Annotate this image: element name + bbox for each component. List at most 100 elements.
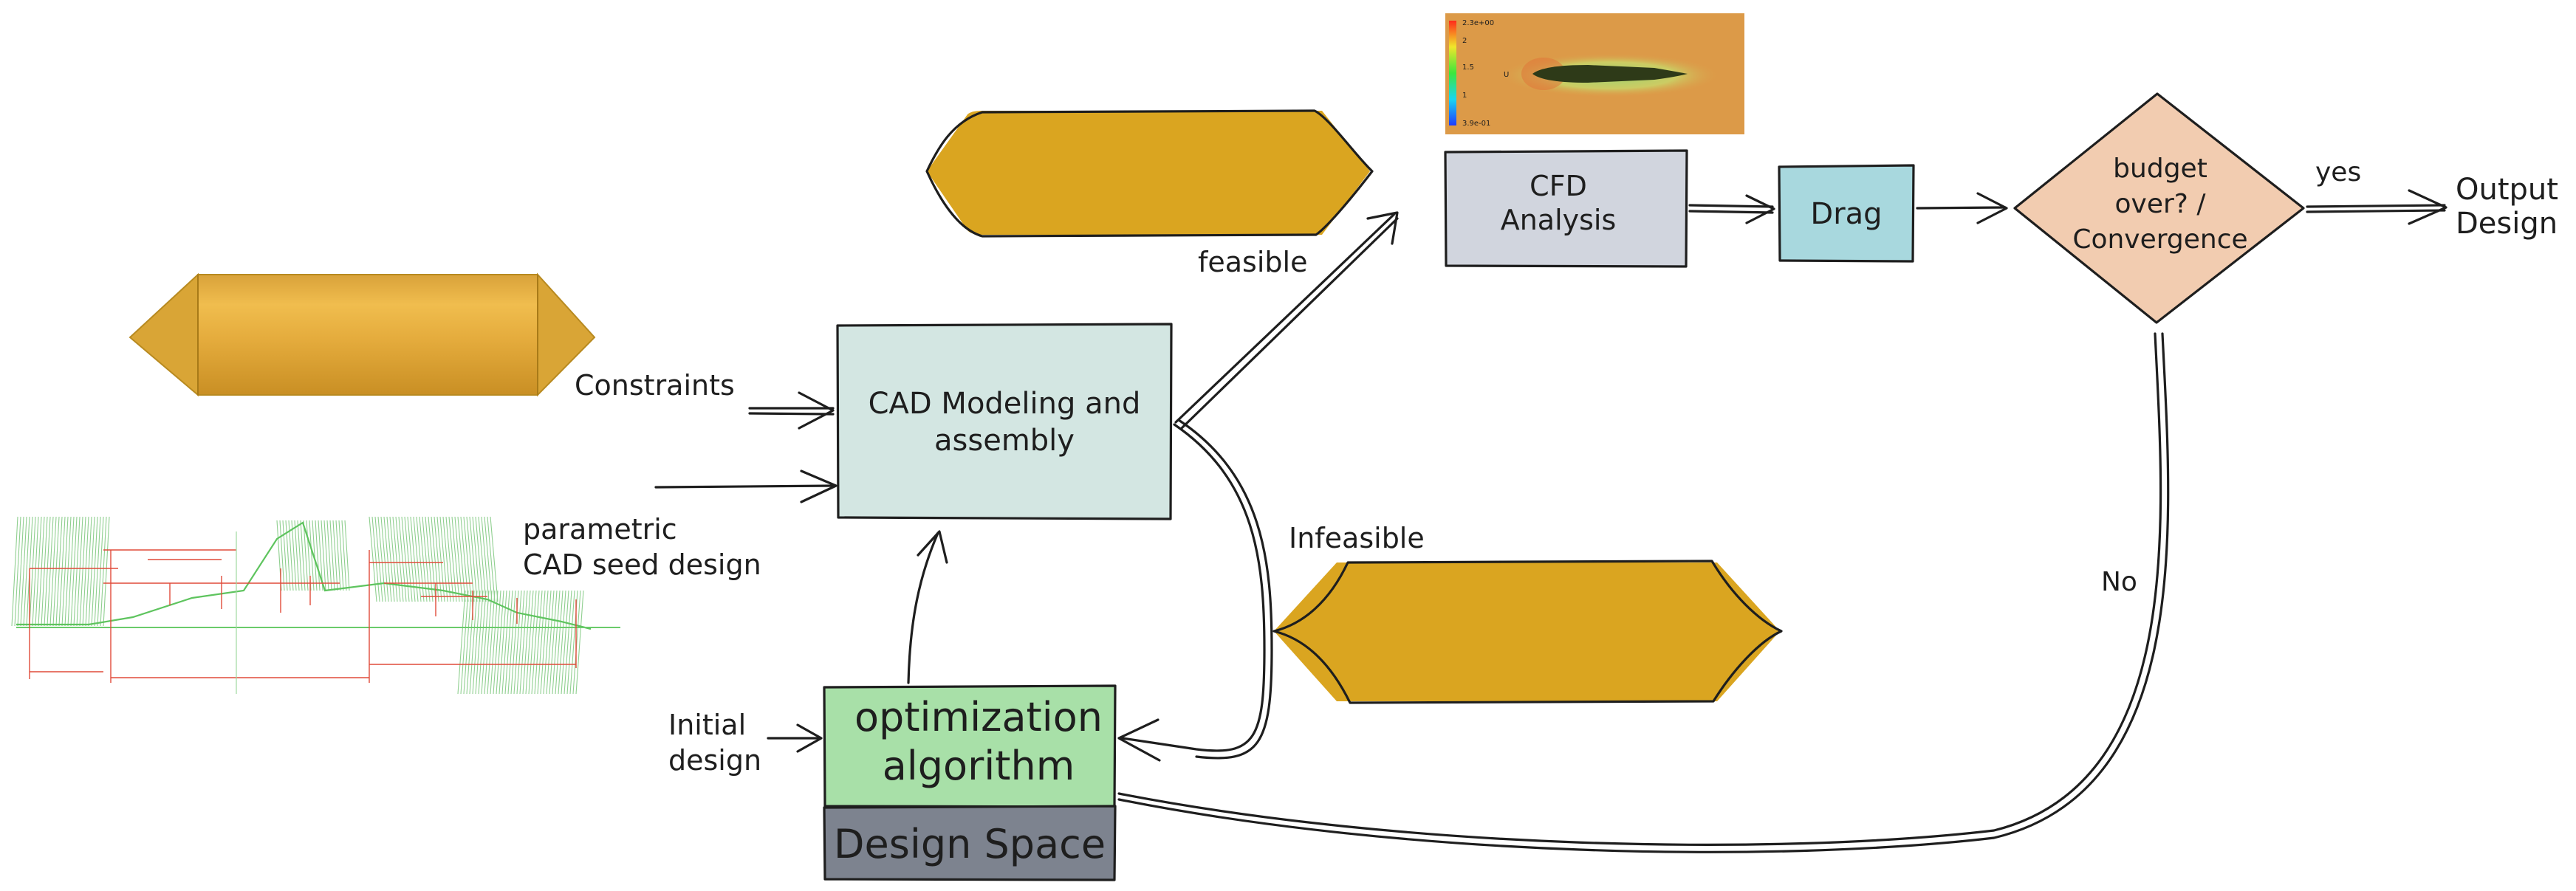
hatch-line (398, 516, 407, 602)
hatch-line (383, 516, 392, 602)
text-line: over? / (2115, 189, 2207, 219)
hatch-line (531, 590, 540, 695)
text-line: algorithm (883, 743, 1075, 789)
cfd-legend-tick-2: 2 (1462, 37, 1467, 45)
constraints-label: Constraints (575, 369, 735, 402)
hatch-line (371, 516, 380, 602)
hatch-line (374, 516, 383, 602)
hatch-line (300, 520, 306, 591)
cfd-legend-max: 2.3e+00 (1462, 19, 1494, 27)
hatch-line (484, 516, 493, 602)
hatch-line (481, 590, 490, 695)
hatch-line (490, 590, 499, 695)
design-space-label: Design Space (834, 821, 1106, 867)
hatch-line (38, 516, 45, 627)
hatch-line (11, 516, 18, 627)
cfd-velocity-plot: 2.3e+00 2 1.5 1 3.9e-01 U (1445, 13, 1744, 134)
hatch-line (338, 520, 344, 591)
hatch-line (555, 590, 564, 695)
text-line: assembly (934, 424, 1075, 458)
hatch-line (463, 516, 472, 602)
hatch-line (484, 590, 493, 695)
hatch-line (344, 520, 350, 591)
hatch-line (100, 516, 107, 627)
arrow-drag-to-decision (1916, 192, 2008, 224)
text-line: CAD Modeling and (869, 387, 1141, 421)
hatch-line (558, 590, 566, 695)
hatch-line (575, 590, 584, 695)
text-line: optimization (854, 694, 1103, 740)
arrow-constraints-to-cad (748, 391, 835, 430)
hatch-line (522, 590, 531, 695)
design-space-node[interactable]: Design Space (823, 805, 1117, 881)
hatch-line (422, 516, 431, 602)
hatch-line (369, 516, 377, 602)
hatch-line (475, 590, 484, 695)
hatch-line (395, 516, 404, 602)
text-line: parametric (523, 513, 677, 546)
hatch-line (64, 516, 72, 627)
hatch-line (303, 520, 309, 591)
hatch-line (457, 590, 466, 695)
hatch-line (14, 516, 21, 627)
hatch-line (94, 516, 101, 627)
hatch-line (460, 590, 469, 695)
hatch-line (91, 516, 98, 627)
hatch-line (463, 590, 472, 695)
text-line: Output (2456, 173, 2558, 207)
hatch-line (472, 516, 481, 602)
hatch-line (85, 516, 92, 627)
hatch-line (434, 516, 442, 602)
hatch-line (35, 516, 42, 627)
arrow-cad-to-optimization-infeasible (1117, 419, 1273, 762)
hatch-line (466, 516, 475, 602)
hatch-line (513, 590, 522, 695)
hatch-line (478, 590, 487, 695)
hatch-line (341, 520, 347, 591)
hatch-line (335, 520, 341, 591)
cfd-legend-tick-15: 1.5 (1462, 63, 1474, 72)
hatch-line (534, 590, 543, 695)
hatch-line (282, 520, 288, 591)
feasible-hull-shape (925, 109, 1374, 238)
hatch-line (519, 590, 528, 695)
drag-node[interactable]: Drag (1778, 164, 1915, 263)
hatch-line (549, 590, 558, 695)
hatch-line (428, 516, 436, 602)
hatch-line (332, 520, 338, 591)
hatch-line (291, 520, 297, 591)
hatch-line (309, 520, 315, 591)
yes-label: yes (2315, 157, 2361, 188)
hatch-line (380, 516, 389, 602)
hatch-line (377, 516, 386, 602)
hatch-line (67, 516, 75, 627)
hatch-line (70, 516, 78, 627)
hatch-line (561, 590, 569, 695)
hatch-line (487, 590, 496, 695)
hatch-line (41, 516, 48, 627)
arrow-decision-to-optimization-no (1117, 332, 2170, 853)
hatch-line (279, 520, 285, 591)
hatch-line (61, 516, 69, 627)
hatch-line (88, 516, 95, 627)
hatch-line (451, 516, 460, 602)
hatch-line (329, 520, 335, 591)
hatch-line (47, 516, 54, 627)
hatch-line (501, 590, 510, 695)
hatch-line (478, 516, 487, 602)
hatch-line (475, 516, 484, 602)
infeasible-label: Infeasible (1289, 522, 1425, 554)
hatch-line (472, 590, 481, 695)
hatch-line (445, 516, 454, 602)
hatch-line (315, 520, 321, 591)
